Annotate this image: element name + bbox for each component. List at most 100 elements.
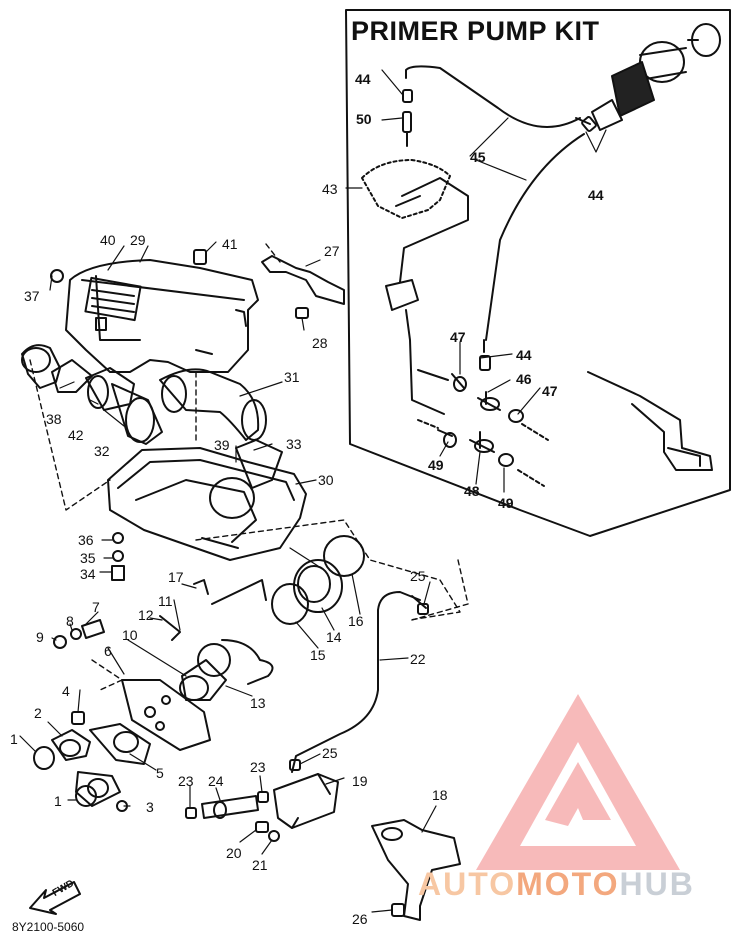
callout-26: 26 xyxy=(352,911,368,927)
callout-40: 40 xyxy=(100,232,116,248)
kit-title: PRIMER PUMP KIT xyxy=(351,16,600,46)
fitting-44 xyxy=(402,89,413,103)
callout-3: 3 xyxy=(146,799,154,815)
callout-43: 43 xyxy=(322,181,338,197)
callout-23: 23 xyxy=(250,759,266,775)
document-code: 8Y2100-5060 xyxy=(12,920,85,934)
callout-10: 10 xyxy=(122,627,138,643)
callout-33: 33 xyxy=(286,436,302,452)
callout-6: 6 xyxy=(104,643,112,659)
nut-37 xyxy=(50,269,64,283)
callout-8: 8 xyxy=(66,613,74,629)
callout-47: 47 xyxy=(450,329,466,345)
box-19 xyxy=(273,773,339,829)
leader-lines xyxy=(29,243,281,511)
callout-4: 4 xyxy=(62,683,70,699)
bolt-34 xyxy=(111,565,125,581)
callout-48: 48 xyxy=(464,483,480,499)
callout-1: 1 xyxy=(54,793,62,809)
label-plate-40 xyxy=(84,276,142,322)
primer-pump xyxy=(575,23,721,131)
nut-25a xyxy=(417,603,429,615)
callout-9: 9 xyxy=(36,629,44,645)
nut-25b xyxy=(289,759,301,771)
intake-hoses xyxy=(21,344,267,445)
callout-19: 19 xyxy=(352,773,368,789)
bolt-20 xyxy=(255,821,269,833)
hose-22 xyxy=(291,591,421,773)
bolt-26 xyxy=(391,903,405,917)
callout-23: 23 xyxy=(178,773,194,789)
bolt-7 xyxy=(81,619,105,639)
bolt-41 xyxy=(193,249,207,265)
callout-20: 20 xyxy=(226,845,242,861)
callout-2: 2 xyxy=(34,705,42,721)
fittings-group xyxy=(417,355,549,487)
callout-22: 22 xyxy=(410,651,426,667)
callout-16: 16 xyxy=(348,613,364,629)
plate-6 xyxy=(121,679,211,751)
washer-23a xyxy=(185,807,197,819)
callout-49: 49 xyxy=(498,495,514,511)
pipe-24 xyxy=(201,795,259,819)
callout-7: 7 xyxy=(92,599,100,615)
callout-21: 21 xyxy=(252,857,268,873)
callout-36: 36 xyxy=(78,532,94,548)
bolt-36 xyxy=(112,532,124,544)
callout-30: 30 xyxy=(318,472,334,488)
callout-47: 47 xyxy=(542,383,558,399)
bolt-28 xyxy=(295,307,309,319)
callout-44: 44 xyxy=(355,71,371,87)
callout-1: 1 xyxy=(10,731,18,747)
callout-5: 5 xyxy=(156,765,164,781)
callout-38: 38 xyxy=(46,411,62,427)
callout-41: 41 xyxy=(222,236,238,252)
kit-frame xyxy=(345,9,731,537)
hose-45-b xyxy=(485,133,585,341)
callout-27: 27 xyxy=(324,243,340,259)
callout-35: 35 xyxy=(80,550,96,566)
airbox-30 xyxy=(107,439,307,561)
bolt-4 xyxy=(71,711,85,725)
callout-46: 46 xyxy=(516,371,532,387)
callout-leaders xyxy=(19,69,607,913)
callout-44: 44 xyxy=(588,187,604,203)
callout-25: 25 xyxy=(410,568,426,584)
callout-28: 28 xyxy=(312,335,328,351)
kit-bracket xyxy=(587,371,713,471)
callout-13: 13 xyxy=(250,695,266,711)
callout-29: 29 xyxy=(130,232,146,248)
callout-24: 24 xyxy=(208,773,224,789)
washer-23b xyxy=(257,791,269,803)
callout-15: 15 xyxy=(310,647,326,663)
bracket-27 xyxy=(261,255,345,305)
watermark-text: AUTOMOTOHUB xyxy=(418,866,695,903)
fitting-50 xyxy=(402,111,412,133)
manifold xyxy=(33,723,151,812)
callout-12: 12 xyxy=(138,607,154,623)
callout-31: 31 xyxy=(284,369,300,385)
nut-9 xyxy=(53,635,67,649)
washer-21 xyxy=(268,830,280,842)
callout-49: 49 xyxy=(428,457,444,473)
callout-39: 39 xyxy=(214,437,230,453)
watermark-logo xyxy=(476,694,680,870)
washer-8 xyxy=(70,628,82,640)
callout-32: 32 xyxy=(94,443,110,459)
airbox-cover-29 xyxy=(65,259,259,373)
callout-14: 14 xyxy=(326,629,342,645)
callout-45: 45 xyxy=(470,149,486,165)
watermark-hub: HUB xyxy=(619,866,695,902)
fwd-arrow xyxy=(29,881,81,915)
callout-17: 17 xyxy=(168,569,184,585)
nozzle-43 xyxy=(361,159,469,415)
callout-42: 42 xyxy=(68,427,84,443)
washer-35 xyxy=(112,550,124,562)
callout-18: 18 xyxy=(432,787,448,803)
callout-37: 37 xyxy=(24,288,40,304)
bracket-18 xyxy=(371,819,461,921)
callout-11: 11 xyxy=(158,593,173,609)
callout-34: 34 xyxy=(80,566,96,582)
callout-50: 50 xyxy=(356,111,372,127)
